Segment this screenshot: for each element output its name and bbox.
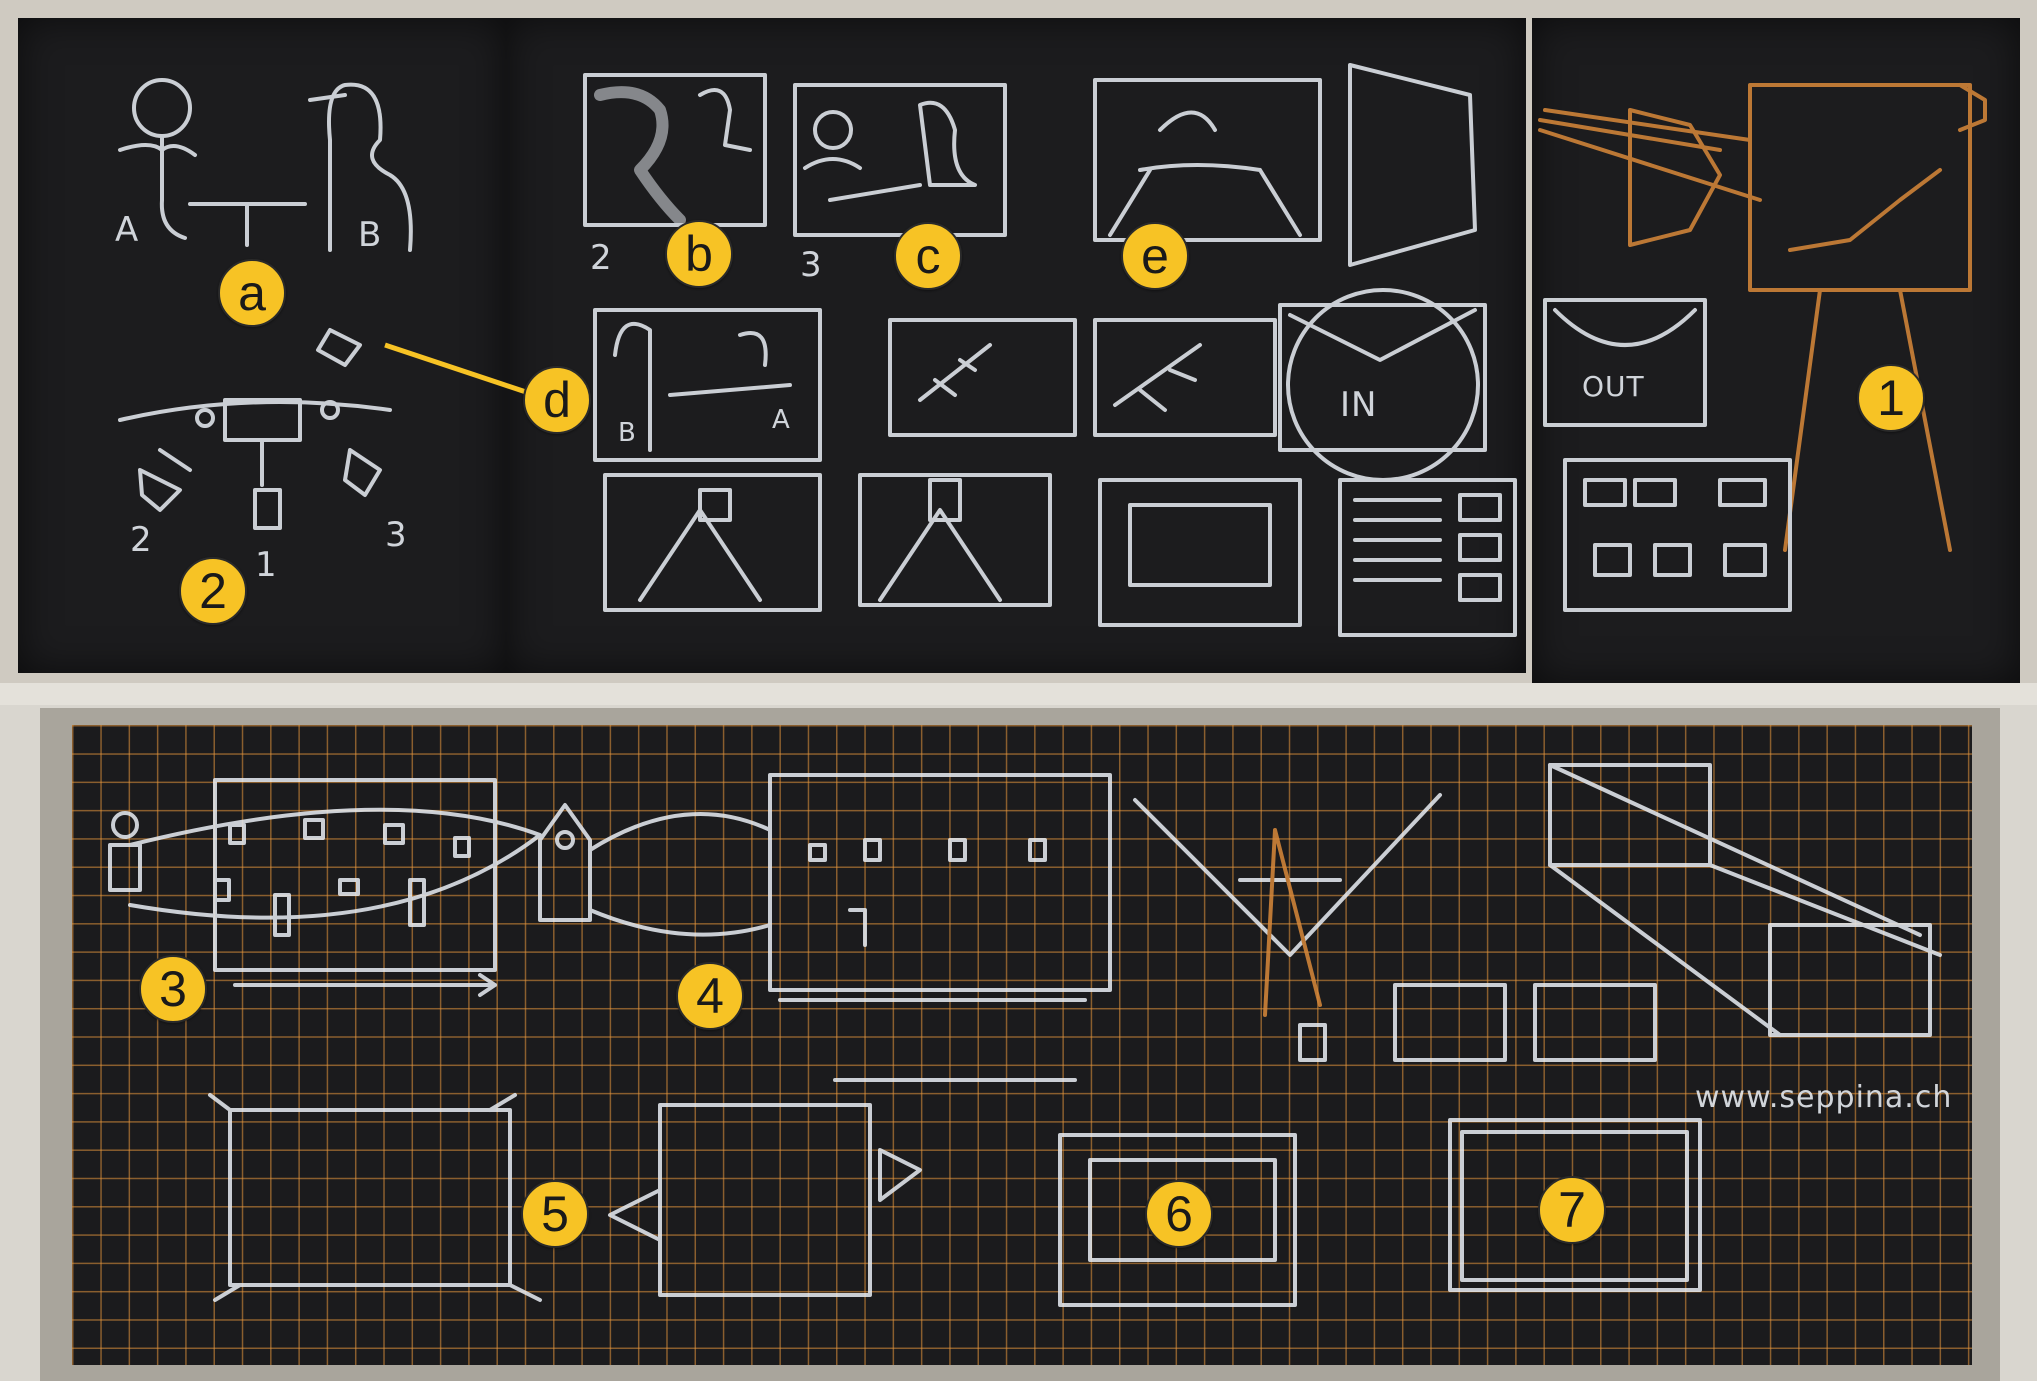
marker-5: 5: [521, 1180, 589, 1248]
marker-7: 7: [1538, 1176, 1606, 1244]
marker-b: b: [665, 220, 733, 288]
label-person-b: B: [358, 215, 383, 255]
label-in: IN: [1340, 385, 1378, 425]
label-camera-3: 3: [385, 515, 408, 555]
marker-e: e: [1121, 222, 1189, 290]
marker-2: 2: [179, 557, 247, 625]
label-shot-3: 3: [800, 245, 823, 285]
dialogue-scene-sketch: [118, 78, 413, 252]
marker-1: 1: [1857, 364, 1925, 432]
grid-board: [72, 725, 1972, 1365]
label-b-figure: B: [618, 418, 637, 448]
left-board-panel: [18, 18, 506, 673]
marker-4: 4: [676, 962, 744, 1030]
center-board-panel: [506, 18, 1526, 673]
storyboard-frames: [583, 63, 1517, 637]
chalk-tray: [0, 683, 2037, 705]
marker-c: c: [894, 222, 962, 290]
marker-6: 6: [1145, 1180, 1213, 1248]
right-board-panel: [1532, 18, 2020, 683]
label-camera-1: 1: [255, 545, 278, 585]
label-person-a: A: [115, 210, 140, 250]
marker-a: a: [218, 259, 286, 327]
right-panel-frames: [1543, 298, 1792, 612]
label-a-figure: A: [772, 405, 791, 435]
marker-d: d: [523, 366, 591, 434]
label-camera-2: 2: [130, 520, 153, 560]
lower-board-drawings: [108, 763, 1942, 1307]
website-label: www.seppina.ch: [1695, 1080, 1953, 1115]
label-out: OUT: [1582, 370, 1645, 403]
label-shot-2: 2: [590, 238, 613, 278]
camera-setup-sketch: [118, 328, 392, 530]
marker-3: 3: [139, 955, 207, 1023]
